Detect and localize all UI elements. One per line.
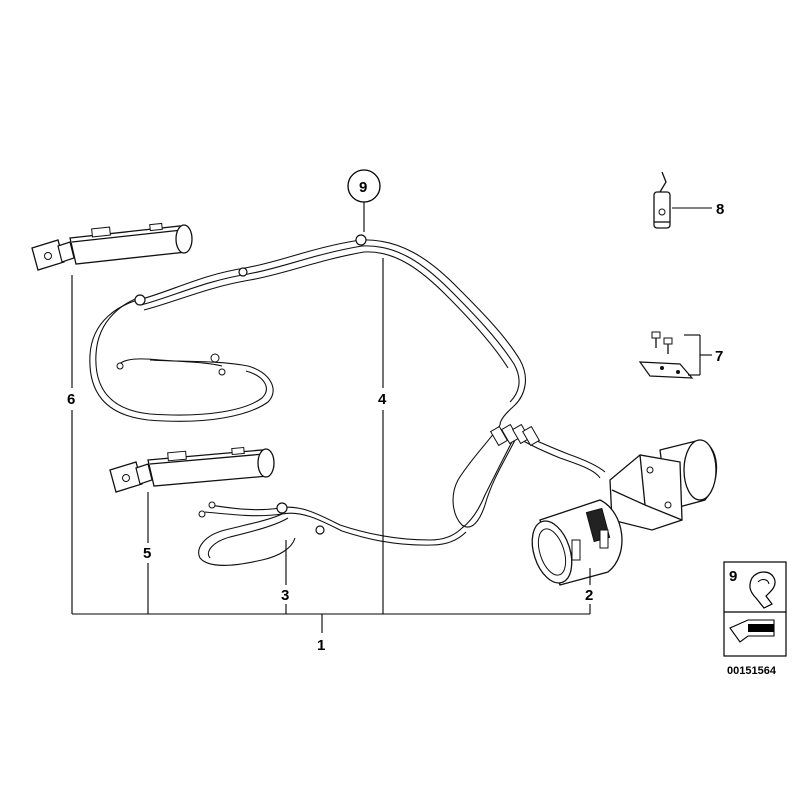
- callout-7: 7: [715, 348, 723, 365]
- clip-icon: [749, 571, 776, 609]
- callout-1: 1: [317, 637, 325, 654]
- lower-hose-set: [198, 501, 467, 566]
- legend-number: 9: [729, 568, 737, 585]
- callout-8: 8: [716, 201, 724, 218]
- direction-arrow-icon: [729, 619, 775, 643]
- bracket-plate-with-screws: [638, 331, 694, 379]
- callout-4: 4: [378, 391, 387, 408]
- callout-3: 3: [281, 587, 289, 604]
- hydraulic-pump-unit: [531, 439, 718, 586]
- hose-fitting-cluster: [489, 423, 541, 447]
- legend-box: 9: [723, 561, 787, 657]
- diagram-reference-number: 00151564: [727, 665, 777, 677]
- hydraulic-hose-bundle: [89, 234, 606, 529]
- bleed-valve: [653, 171, 671, 229]
- callout-9: 9: [359, 179, 367, 196]
- hydraulic-cylinder-lower: [109, 446, 275, 493]
- hydraulic-cylinder-upper: [31, 222, 193, 271]
- callout-5: 5: [143, 545, 151, 562]
- callout-6: 6: [67, 391, 75, 408]
- leader-lines: [71, 202, 712, 633]
- callout-2: 2: [585, 587, 593, 604]
